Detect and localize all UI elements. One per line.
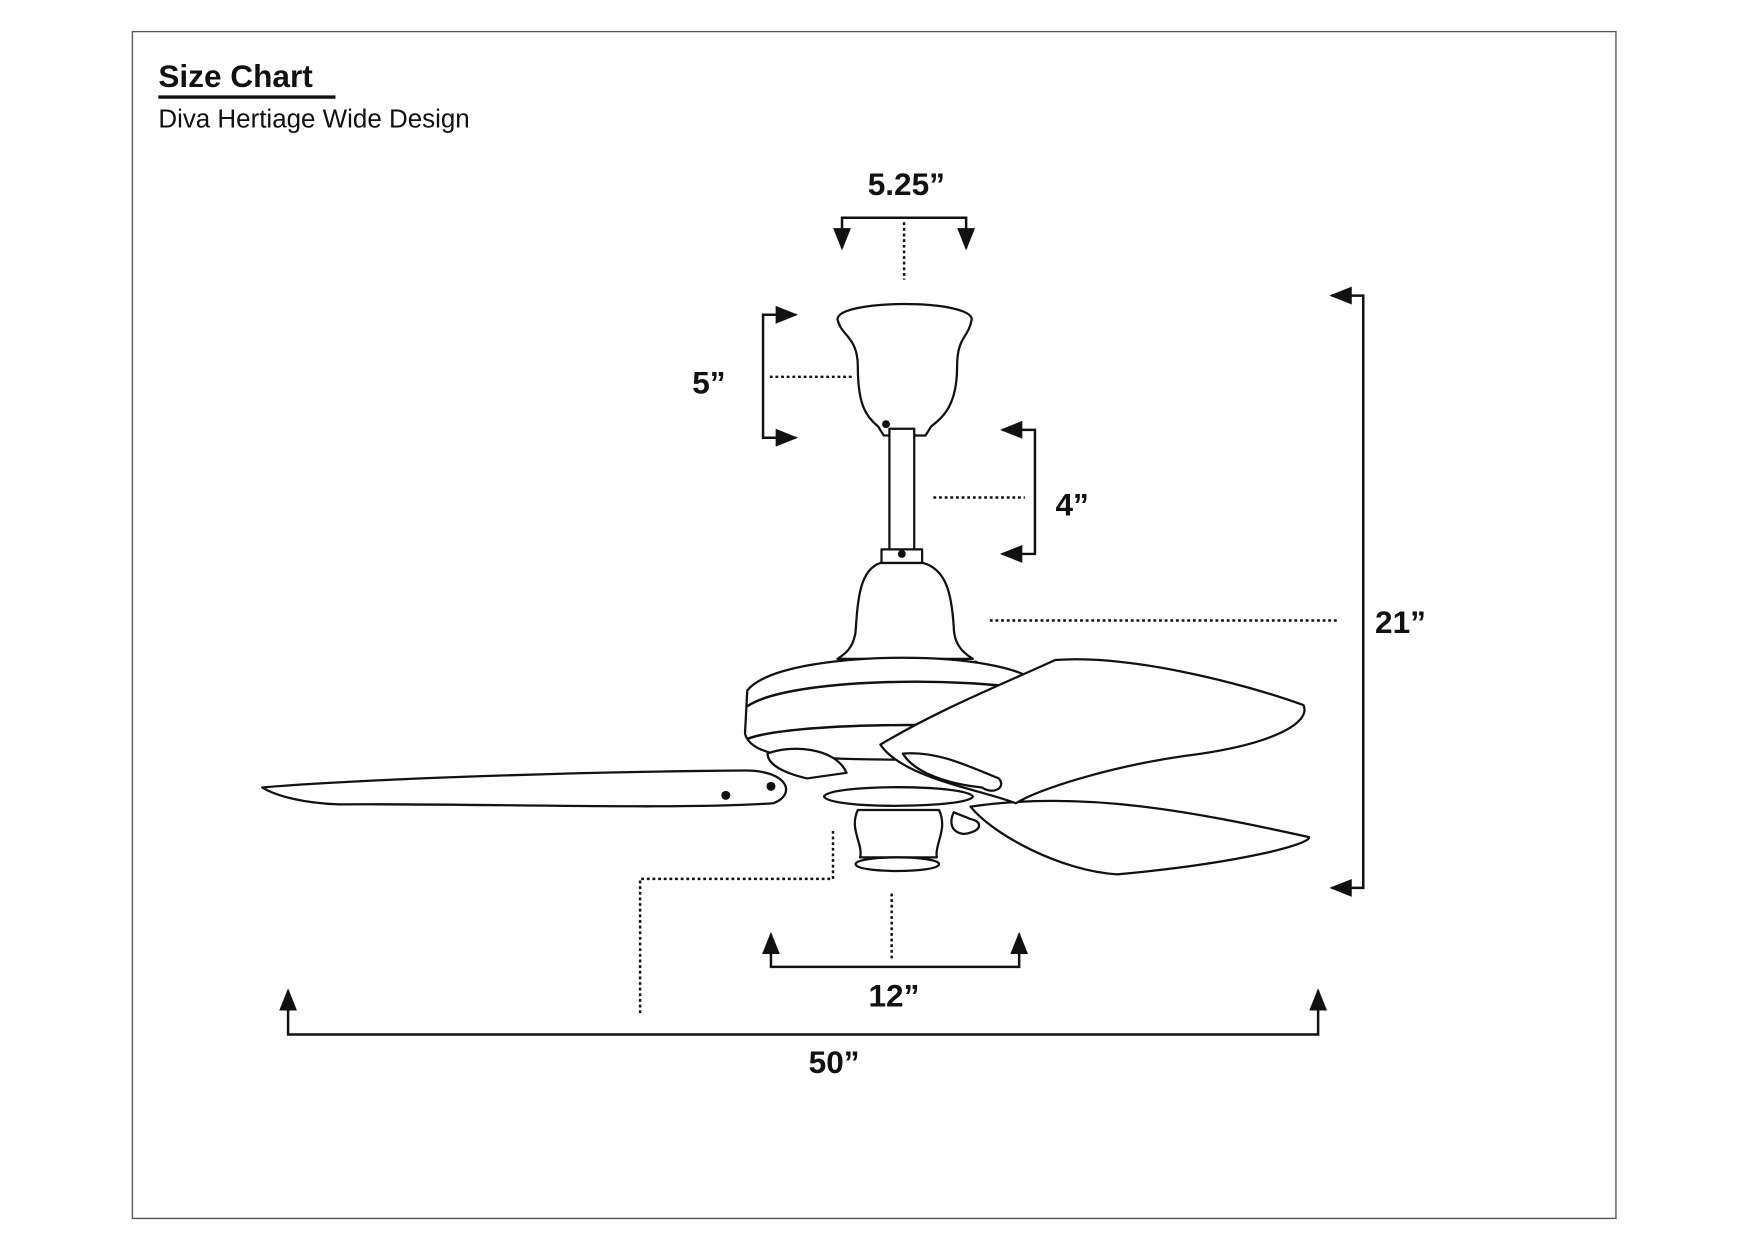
canopy-height-label: 5”	[692, 365, 725, 401]
canopy-width-dimension: 5.25”	[833, 166, 976, 280]
blade-span-label: 50”	[809, 1044, 860, 1080]
canopy-width-label: 5.25”	[868, 166, 945, 202]
light-kit-width-dimension: 12”	[762, 893, 1029, 1013]
blade-span-dimension: 50”	[279, 829, 1328, 1080]
light-kit-width-label: 12”	[868, 977, 919, 1013]
total-height-label: 21”	[1375, 604, 1426, 640]
downrod-length-dimension: 4”	[933, 420, 1089, 563]
ceiling-fan-illustration	[261, 302, 1311, 876]
chart-subtitle: Diva Hertiage Wide Design	[158, 105, 469, 133]
chart-title: Size Chart	[158, 58, 313, 94]
frame-border	[131, 30, 1617, 1220]
downrod-length-label: 4”	[1055, 487, 1088, 523]
total-height-dimension: 21”	[989, 286, 1426, 897]
canopy-height-dimension: 5”	[692, 305, 854, 447]
